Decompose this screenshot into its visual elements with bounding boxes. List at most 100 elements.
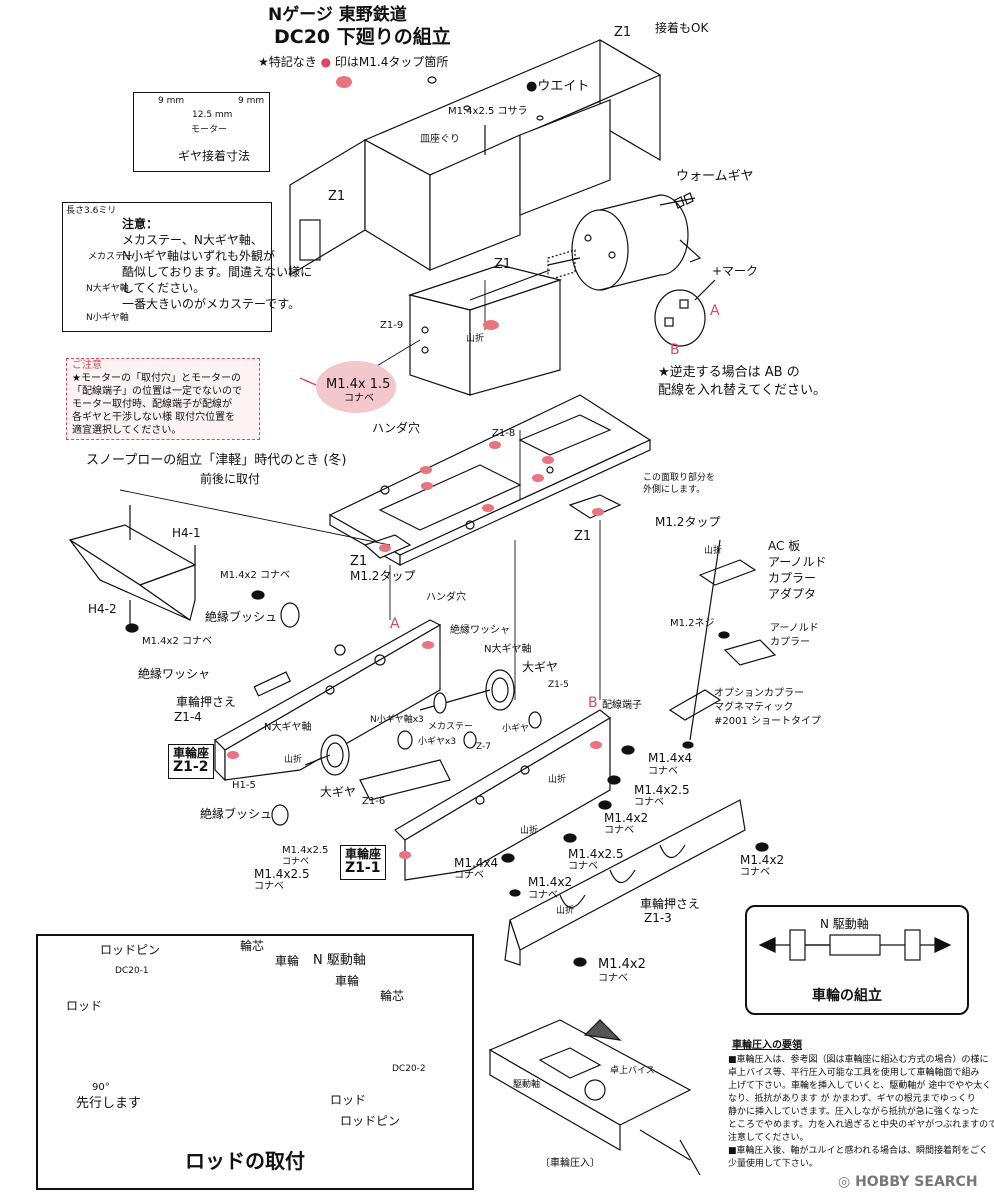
motor-label: モーター <box>191 125 228 135</box>
label-arnold2: アーノルド <box>770 623 819 634</box>
label-konabe-e: コナベ <box>454 870 484 881</box>
label-snowplow2: 前後に取付 <box>200 472 261 486</box>
label-z1-top: Z1 <box>494 257 512 272</box>
label-m14x25-kosara: M1.4x2.5 コサラ <box>448 106 528 117</box>
caution-line2: N小ギヤ軸はいずれも外観が <box>122 249 275 263</box>
press-line3: 上げて下さい。車輪を挿入していくと、駆動軸が 途中でやや太く <box>728 1081 992 1091</box>
label-konabe-h: コナベ <box>740 867 770 878</box>
label-worm-gear: ウォームギヤ <box>676 169 754 184</box>
label-option2: マグネマティック <box>714 702 794 713</box>
press-notes-heading: 車輪圧入の要領 <box>732 1040 802 1051</box>
label-reverse1: ★逆走する場合は AB の <box>658 365 800 380</box>
legend-prefix: ★特記なき <box>258 55 317 69</box>
label-small-gear: 小ギヤ <box>502 724 530 734</box>
press-drive-shaft: 駆動軸 <box>513 1080 541 1090</box>
z1-right-bracket <box>568 494 622 519</box>
label-terminal-b: B <box>670 342 680 358</box>
label-sarazaguri: 皿座ぐり <box>420 134 460 145</box>
rod2: ロッド <box>330 1093 367 1107</box>
deg-90: 90° <box>92 1082 110 1093</box>
rod-caption: ロッドの取付 <box>185 1149 305 1173</box>
label-a-mark: A <box>390 616 400 632</box>
label-m12-tap-r: M1.2タップ <box>655 515 721 529</box>
frame-z1-1 <box>394 709 612 881</box>
label-sharin-osae1: 車輪押さえ <box>176 695 237 709</box>
senko: 先行します <box>76 1096 142 1111</box>
weight-block <box>289 38 662 277</box>
label-m14x4-a: M1.4x4 <box>648 751 693 765</box>
red-note-box <box>66 358 260 440</box>
sharinza-a-box: 車輪座 Z1-2 <box>168 744 215 779</box>
label-yamaori3: 山折 <box>548 775 567 785</box>
rod-pin2: ロッドピン <box>340 1114 401 1128</box>
rod1: ロッド <box>66 999 103 1013</box>
label-h1-5: H1-5 <box>232 780 256 791</box>
label-mecha-stay: メカステー <box>428 722 474 732</box>
red-note-line2: 「配線端子」の位置は一定でないので <box>72 386 242 397</box>
red-note-line4: 各ギヤと干渉しない様 取付穴位置を <box>72 412 236 423</box>
label-zetsuen-washer2: 絶縁ワッシャ <box>450 625 510 636</box>
legend-suffix: 印はM1.4タップ箇所 <box>334 55 449 69</box>
label-reverse2: 配線を入れ替えてください。 <box>658 383 826 398</box>
label-yamaori1: 山折 <box>466 334 485 344</box>
label-terminal-a: A <box>710 303 720 319</box>
red-note-line1: ★モーターの「取付穴」とモーターの <box>72 373 241 384</box>
label-coupler-adapter2: アダプタ <box>768 587 817 601</box>
label-konabe-a: コナベ <box>648 766 678 777</box>
bottom-cover <box>504 799 746 966</box>
label-n-small-gear-shaft: N小ギヤ軸x3 <box>370 715 424 725</box>
label-z1-9: Z1-9 <box>380 320 404 331</box>
gear-train <box>271 602 542 826</box>
press-line2: 卓上バイス等、平行圧入可能な工具を使用して車輪軸面で組み <box>728 1068 980 1078</box>
caution-line5: 一番大きいのがメカステーです。 <box>122 297 301 311</box>
label-ac-ban: AC 板 <box>768 539 801 553</box>
hobby-search-logo-icon: ◎ <box>838 1174 851 1190</box>
label-plus-mark: +マーク <box>712 264 759 278</box>
gear-dim-caption: ギヤ接着寸法 <box>178 149 251 163</box>
caution-heading: 注意： <box>122 217 159 231</box>
label-m14x25-a: M1.4x2.5 <box>634 783 690 797</box>
caution-line4: してください。 <box>122 281 206 295</box>
label-m14x2-a: M1.4x2 <box>604 811 649 825</box>
caution-box <box>62 202 272 332</box>
label-h4-2: H4-2 <box>88 602 117 616</box>
sharinza-b-box: 車輪座 Z1-1 <box>340 845 387 880</box>
red-note-line3: モーター取付時、配線端子が配線が <box>72 399 232 410</box>
label-m14x25-b: M1.4x2.5 <box>568 847 624 861</box>
label-konabe-c: コナベ <box>604 825 634 836</box>
label-yamaori5: 山折 <box>556 906 575 916</box>
label-konabe1: コナベ <box>344 393 374 404</box>
legend: ★特記なき ● 印はM1.4タップ箇所 <box>258 55 449 70</box>
wheel-assembly-art <box>758 929 952 961</box>
label-konabe-g: コナベ <box>528 890 558 901</box>
caution-line1: メカステー、N大ギヤ軸、 <box>122 233 263 247</box>
label-yamaori4: 山折 <box>520 826 539 836</box>
dc20-1: DC20-1 <box>115 966 149 976</box>
coupler-parts <box>668 539 777 741</box>
label-yamaori6: 山折 <box>704 546 723 556</box>
watermark-text: HOBBY SEARCH <box>855 1174 978 1190</box>
label-m12-neji: M1.2ネジ <box>670 618 715 629</box>
label-z1-1: Z1-1 <box>345 860 381 877</box>
dc20-2: DC20-2 <box>392 1064 426 1074</box>
sharin2: 車輪 <box>335 974 360 988</box>
label-konabe-j: コナベ <box>282 857 310 867</box>
label-z1-4: Z1-4 <box>174 710 202 724</box>
press-line8: ■車輪圧入後、軸がユルイと感われる場合は、瞬間接着剤をごく <box>728 1146 989 1156</box>
label-m14x2-konabe-b: M1.4x2 コナベ <box>142 636 212 647</box>
label-m14x2-c: M1.4x2 <box>740 853 785 867</box>
press-vise: 卓上バイス <box>610 1066 655 1076</box>
label-handa-ana2: ハンダ穴 <box>426 592 466 603</box>
top-right-note: 接着もOK <box>655 21 709 35</box>
vise-art <box>488 1019 701 1176</box>
title-line1: Nゲージ 東野鉄道 <box>268 5 407 25</box>
tap-markers <box>227 76 604 859</box>
label-coupler2: カプラー <box>770 637 810 648</box>
dim-right: 9 mm <box>238 96 265 106</box>
label-konabe-d: コナベ <box>568 861 598 872</box>
press-line5: 静かに挿入していきます。圧入しながら抵抗が急に強くなった <box>728 1107 979 1117</box>
label-m14x2-d: M1.4x2 <box>598 957 646 972</box>
wajiku2: 輪芯 <box>380 989 405 1003</box>
red-note-heading: ご注意 <box>72 360 102 371</box>
